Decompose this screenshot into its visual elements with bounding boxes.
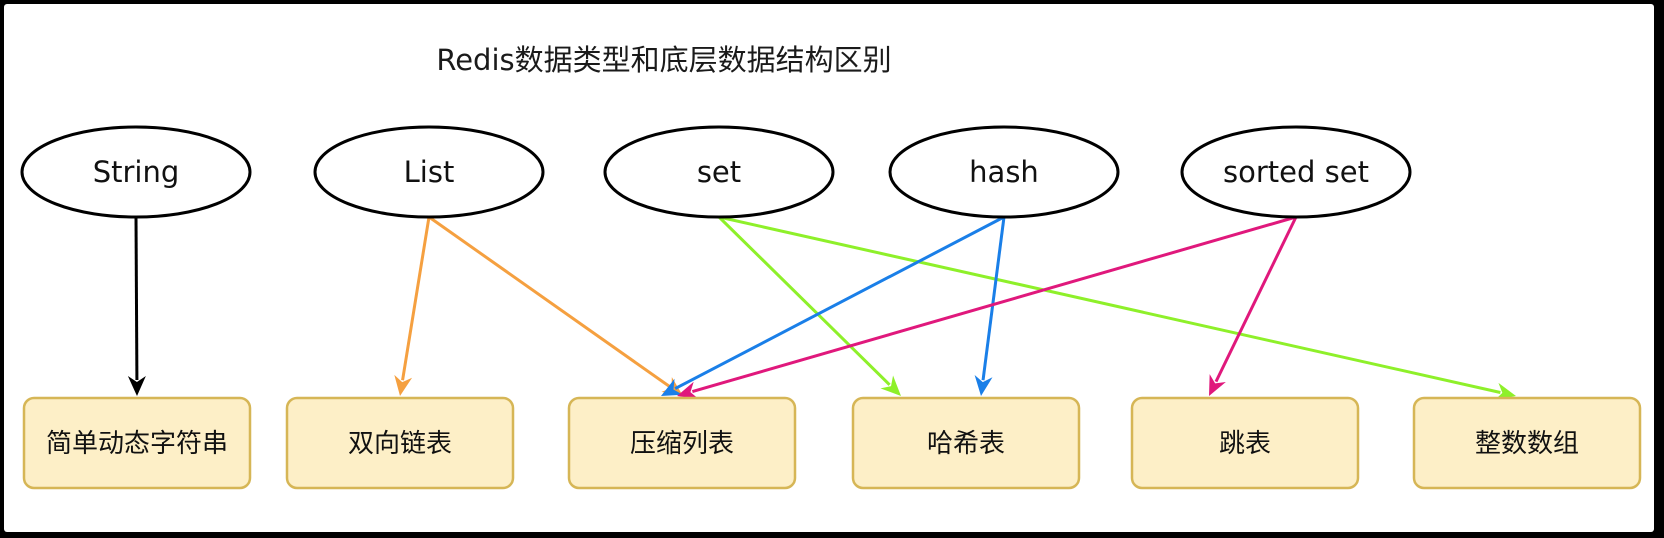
structure-node-skiplist: 跳表 <box>1130 396 1360 490</box>
edge-set-to-hashtable <box>717 215 901 396</box>
edge-list-to-ziplist <box>428 215 683 396</box>
edge-layer <box>127 215 1516 401</box>
edge-line-hash-ziplist <box>674 215 1005 390</box>
type-ellipse-string <box>20 125 252 219</box>
structure-box-intset <box>1412 396 1642 490</box>
edge-line-string-sds <box>134 216 139 381</box>
type-label-hash: hash <box>969 155 1039 189</box>
node-layer: String List set hash sorted set 简单动态字符串 双向链表 压缩… <box>20 125 1642 490</box>
type-ellipse-hash <box>888 125 1120 219</box>
edge-string-to-sds <box>127 216 146 396</box>
edge-arrowhead-set-intset <box>1494 382 1516 401</box>
edge-arrowhead-hash-ziplist <box>661 378 683 396</box>
structure-node-intset: 整数数组 <box>1412 396 1642 490</box>
type-node-zset: sorted set <box>1180 125 1412 219</box>
type-node-list: List <box>313 125 545 219</box>
type-node-hash: hash <box>888 125 1120 219</box>
edge-hash-to-ziplist <box>661 215 1005 396</box>
type-node-set: set <box>603 125 835 219</box>
structure-label-linkedlist: 双向链表 <box>348 429 452 459</box>
edge-line-zset-ziplist <box>691 215 1297 393</box>
edge-line-list-linkedlist <box>401 216 431 381</box>
structure-node-sds: 简单动态字符串 <box>22 396 252 490</box>
edge-zset-to-ziplist <box>677 215 1297 400</box>
structure-node-hashtable: 哈希表 <box>851 396 1081 490</box>
edge-list-to-linkedlist <box>394 216 431 396</box>
type-label-list: List <box>404 155 455 189</box>
edge-hash-to-hashtable <box>974 216 1006 396</box>
edge-line-hash-hashtable <box>981 216 1006 381</box>
edge-line-set-intset <box>718 215 1501 394</box>
structure-box-ziplist <box>567 396 797 490</box>
type-ellipse-set <box>603 125 835 219</box>
edge-arrowhead-hash-hashtable <box>974 375 993 396</box>
edge-line-zset-skiplist <box>1214 216 1298 383</box>
type-label-string: String <box>93 155 180 189</box>
structure-node-ziplist: 压缩列表 <box>567 396 797 490</box>
edge-arrowhead-string-sds <box>127 375 146 396</box>
structure-label-intset: 整数数组 <box>1475 429 1579 459</box>
structure-box-hashtable <box>851 396 1081 490</box>
structure-label-hashtable: 哈希表 <box>927 429 1005 459</box>
type-label-zset: sorted set <box>1223 155 1369 189</box>
type-ellipse-zset <box>1180 125 1412 219</box>
diagram-canvas: Redis数据类型和底层数据结构区别 String List set hash sort… <box>4 4 1654 532</box>
type-ellipse-list <box>313 125 545 219</box>
edge-line-set-hashtable <box>717 215 891 386</box>
edge-arrowhead-set-hashtable <box>880 375 901 396</box>
structure-box-skiplist <box>1130 396 1360 490</box>
edge-set-to-intset <box>718 215 1516 401</box>
edge-arrowhead-list-linkedlist <box>394 374 413 396</box>
structure-node-linkedlist: 双向链表 <box>285 396 515 490</box>
type-node-string: String <box>20 125 252 219</box>
structure-label-ziplist: 压缩列表 <box>630 429 734 459</box>
edge-zset-to-skiplist <box>1209 216 1298 396</box>
structure-box-linkedlist <box>285 396 515 490</box>
type-label-set: set <box>697 155 741 189</box>
edge-arrowhead-zset-ziplist <box>677 381 699 400</box>
redis-type-structure-diagram: Redis数据类型和底层数据结构区别 String List set hash sort… <box>20 43 1642 490</box>
structure-box-sds <box>22 396 252 490</box>
diagram-title: Redis数据类型和底层数据结构区别 <box>436 43 891 77</box>
edge-arrowhead-zset-skiplist <box>1209 374 1226 396</box>
edge-line-list-ziplist <box>428 215 671 389</box>
structure-label-sds: 简单动态字符串 <box>46 429 228 459</box>
structure-label-skiplist: 跳表 <box>1219 429 1271 459</box>
